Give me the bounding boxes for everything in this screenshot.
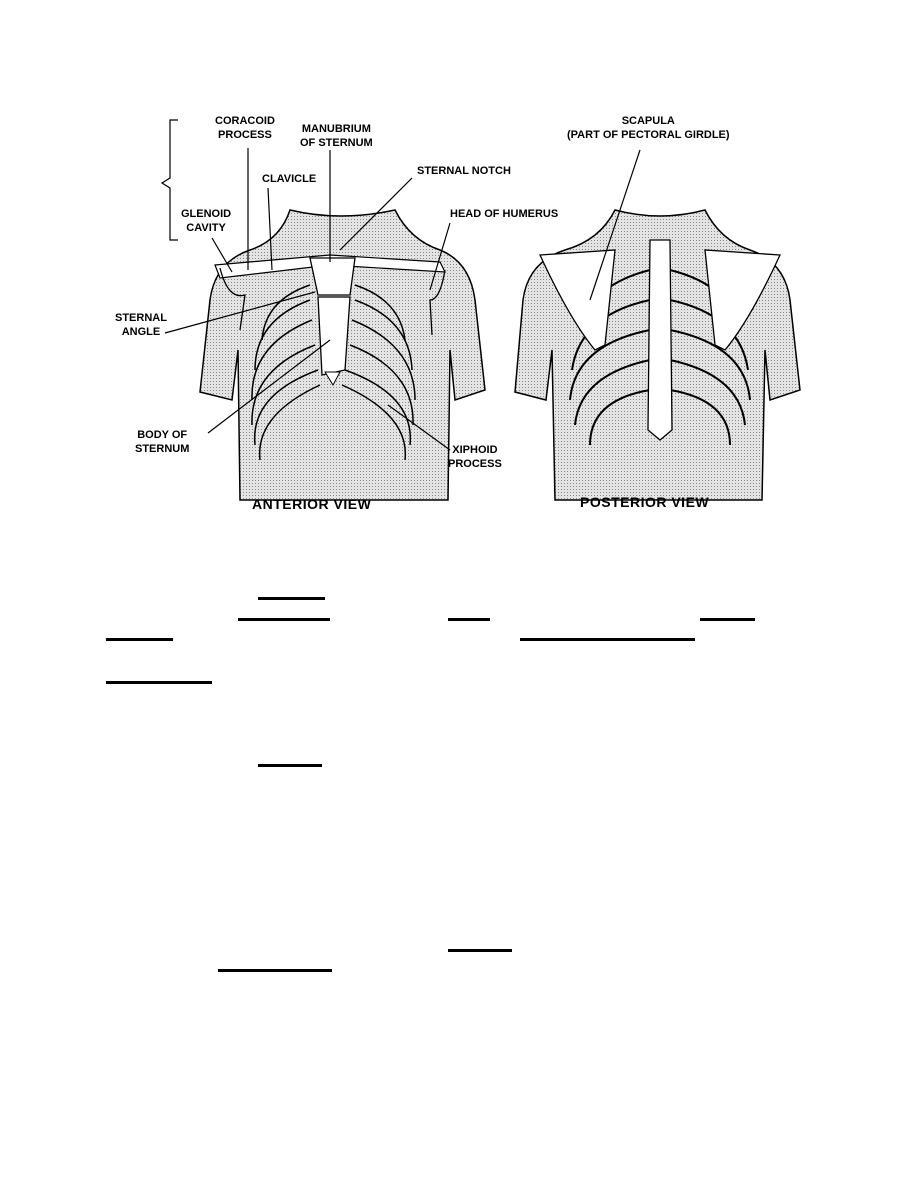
blank-line [238, 618, 330, 621]
label-sternal-notch: STERNAL NOTCH [417, 165, 511, 177]
caption-anterior-view: ANTERIOR VIEW [252, 496, 372, 512]
posterior-torso [514, 209, 801, 501]
blank-line [218, 969, 332, 972]
label-manubrium: MANUBRIUM OF STERNUM [300, 123, 373, 149]
label-scapula: SCAPULA (PART OF PECTORAL GIRDLE) [567, 115, 730, 141]
label-xiphoid-process: XIPHOID PROCESS [448, 444, 502, 470]
label-glenoid-cavity: GLENOID CAVITY [181, 208, 232, 234]
label-clavicle: CLAVICLE [262, 173, 317, 185]
blank-line [106, 681, 212, 684]
blank-line [700, 618, 755, 621]
label-head-of-humerus: HEAD OF HUMERUS [450, 208, 559, 220]
blank-line [520, 638, 695, 641]
label-sternal-angle: STERNAL ANGLE [115, 312, 167, 338]
blank-line [106, 638, 173, 641]
caption-posterior-view: POSTERIOR VIEW [580, 494, 710, 510]
blank-line [448, 618, 490, 621]
anterior-torso [199, 209, 486, 501]
blank-line [258, 764, 322, 767]
label-body-of-sternum: BODY OF STERNUM [135, 429, 190, 455]
label-coracoid-process: CORACOID PROCESS [215, 115, 275, 141]
bracket [160, 119, 178, 241]
blank-line [448, 949, 512, 952]
blank-line [258, 597, 325, 600]
